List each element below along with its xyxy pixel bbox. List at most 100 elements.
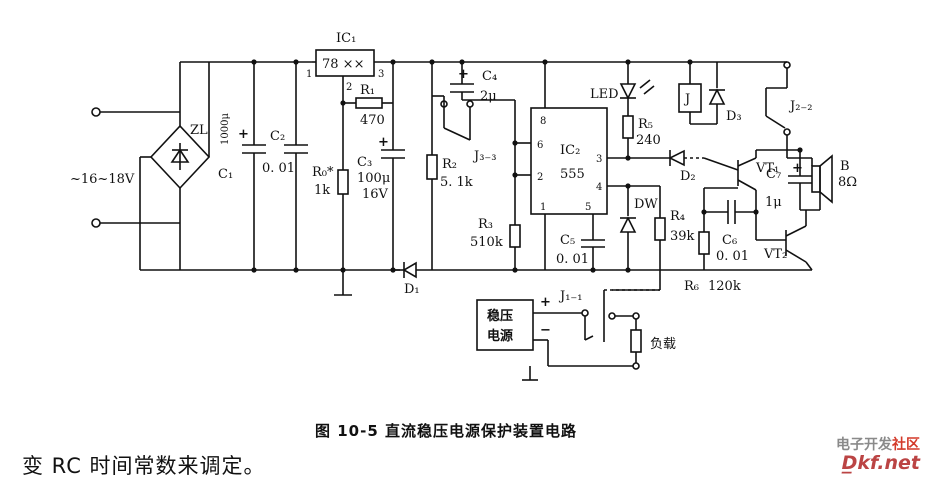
transistor-vt2 [756, 210, 813, 271]
j33-label: J₃₋₃ [472, 149, 497, 164]
svg-text:5: 5 [585, 202, 591, 213]
watermark-logo: 电子开发社区 D̲kf.net [836, 437, 920, 475]
c6-name: C₆ [722, 233, 737, 248]
r6-name: R₆ [684, 279, 699, 294]
diode-d1 [393, 261, 660, 279]
svg-text:−: − [540, 323, 551, 338]
relay-contact-j2-2 [765, 61, 791, 158]
bridge-label: ZL [190, 123, 208, 138]
svg-text:4: 4 [596, 182, 602, 193]
speaker-b [787, 154, 833, 211]
circuit-schematic: ~16~18V ZL + C₁ 1000μ C₂ 0. 01 [70, 31, 857, 381]
psu-line1: 稳压 [487, 308, 513, 324]
svg-text:+: + [238, 127, 249, 142]
resistor-r3 [509, 224, 521, 273]
ic2-type: 555 [560, 167, 585, 182]
c3-voltage: 16V [362, 187, 389, 202]
transistor-vt1 [704, 149, 800, 240]
r4-value: 39k [670, 229, 695, 244]
regulated-psu [476, 299, 636, 381]
c2-value: 0. 01 [262, 161, 295, 176]
capacitor-c4 [450, 62, 516, 143]
resistor-r1 [355, 59, 396, 109]
j11-label: J₁₋₁ [558, 289, 583, 304]
speaker-value: 8Ω [838, 175, 857, 190]
resistor-r6 [660, 212, 812, 271]
c7-value: 1μ [765, 195, 782, 210]
r5-name: R₅ [638, 117, 653, 132]
bridge-rectifier [139, 62, 211, 270]
svg-text:1: 1 [306, 69, 312, 80]
r6-value: 120k [708, 279, 741, 294]
figure-caption: 图 10-5 直流稳压电源保护装置电路 [315, 422, 577, 440]
regulator-ic1 [312, 49, 432, 100]
capacitor-c2 [284, 59, 308, 273]
c5-name: C₅ [560, 233, 575, 248]
vt2-label: VT₂ [763, 247, 787, 262]
svg-text:+: + [792, 161, 803, 176]
psu-line2: 电源 [487, 328, 513, 344]
relay-contact-j1-1 [581, 289, 660, 342]
svg-text:+: + [378, 135, 389, 150]
svg-text:+: + [540, 295, 551, 310]
svg-text:6: 6 [537, 140, 543, 151]
c1-name: C₁ [218, 167, 233, 182]
d3-label: D₃ [726, 109, 742, 124]
svg-text:2: 2 [537, 172, 543, 183]
capacitor-c7 [788, 147, 812, 210]
c3-name: C₃ [357, 155, 372, 170]
ac-input [91, 107, 180, 228]
c5-value: 0. 01 [556, 252, 589, 267]
svg-text:1: 1 [540, 202, 546, 213]
r2-name: R₂ [442, 157, 457, 172]
led [619, 59, 655, 116]
dw-label: DW [634, 197, 658, 212]
relay-coil-j [678, 59, 717, 125]
r1-value: 470 [360, 113, 385, 128]
c4-name: C₄ [482, 69, 497, 84]
ic1-name: IC₁ [336, 31, 356, 46]
diode-d3 [708, 61, 784, 124]
r3-name: R₃ [478, 217, 493, 232]
resistor-r5 [622, 115, 634, 161]
speaker-name: B [840, 159, 850, 174]
capacitor-c3 [381, 103, 405, 273]
c7-name: C₇ [766, 167, 781, 182]
diode-d2 [628, 149, 739, 171]
d2-label: D₂ [680, 169, 696, 184]
resistor-r0 [334, 169, 352, 296]
zener-dw [619, 183, 660, 273]
d1-label: D₁ [404, 282, 420, 297]
svg-text:2: 2 [346, 82, 352, 93]
r0-name: R₀* [312, 165, 334, 180]
capacitor-c1 [242, 59, 266, 273]
input-voltage-label: ~16~18V [70, 172, 135, 187]
svg-text:+: + [458, 67, 469, 82]
svg-text:3: 3 [596, 154, 602, 165]
led-label: LED [590, 87, 619, 102]
relay-contact-j3-3 [432, 95, 474, 141]
r5-value: 240 [636, 133, 661, 148]
ic2-name: IC₂ [560, 143, 580, 158]
capacitor-c5 [581, 239, 605, 273]
c3-value: 100μ [357, 171, 390, 186]
r1-name: R₁ [360, 83, 375, 98]
c6-value: 0. 01 [716, 249, 749, 264]
ic1-type: 78 ×× [322, 57, 364, 72]
load-label: 负载 [650, 337, 676, 352]
capacitor-c6 [701, 188, 759, 224]
r0-value: 1k [314, 183, 330, 198]
relay-label: J [683, 92, 690, 107]
load [630, 312, 642, 370]
vt1-label: VT₁ [755, 161, 779, 176]
svg-text:8: 8 [540, 116, 546, 127]
resistor-r2 [426, 62, 438, 270]
r2-value: 5. 1k [440, 175, 473, 190]
r3-value: 510k [470, 235, 503, 250]
c2-name: C₂ [270, 129, 285, 144]
r4-name: R₄ [670, 209, 685, 224]
j22-label: J₂₋₂ [788, 99, 813, 114]
svg-text:3: 3 [378, 69, 384, 80]
c4-value: 2μ [480, 89, 497, 104]
c1-value: 1000μ [220, 113, 231, 145]
